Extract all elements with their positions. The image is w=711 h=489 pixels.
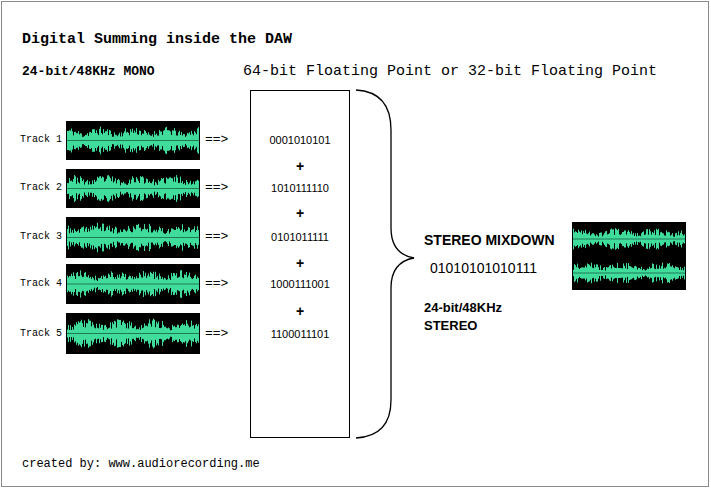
waveform-centerline (67, 140, 199, 141)
binary-value: 1000111001 (251, 278, 349, 291)
track-label: Track 5 (20, 328, 62, 340)
format-label: STEREO (424, 318, 477, 334)
arrow-text: ==> (205, 276, 228, 292)
plus-sign: + (251, 303, 349, 320)
waveform (68, 223, 199, 252)
format-label: 64-bit Floating Point or 32-bit Floating… (243, 63, 657, 81)
waveform-centerline (67, 333, 199, 334)
plus-sign: + (251, 158, 349, 175)
arrow-text: ==> (205, 180, 228, 196)
plus-sign: + (251, 205, 349, 222)
title: Digital Summing inside the DAW (22, 31, 292, 49)
waveform-box (66, 217, 200, 258)
waveform (68, 127, 199, 155)
waveform (574, 263, 685, 284)
waveform-centerline (67, 188, 199, 189)
waveform-box (66, 121, 200, 160)
value-column-box: 0001010101 +1010111110 +0101011111 +1000111… (250, 90, 350, 438)
binary-value: 1010111110 (251, 182, 349, 195)
waveform-centerline (573, 239, 685, 240)
waveform (68, 175, 199, 202)
track-label: Track 1 (20, 134, 62, 146)
arrow-text: ==> (205, 132, 228, 148)
curly-brace (356, 90, 414, 438)
waveform-centerline (67, 284, 199, 285)
mixdown-label: STEREO MIXDOWN (424, 232, 555, 249)
arrow-text: ==> (205, 326, 228, 342)
waveform-box (66, 264, 200, 304)
stereo-waveform-box (572, 222, 686, 290)
waveform (68, 270, 199, 298)
track-label: Track 2 (20, 182, 62, 194)
waveform-centerline (573, 273, 685, 274)
waveforms (66, 121, 686, 354)
waveform (574, 228, 685, 250)
binary-value: 0101011111 (251, 231, 349, 244)
credit-note: created by: www.audiorecording.me (22, 457, 260, 471)
waveform-box (66, 313, 200, 354)
arrow-text: ==> (205, 229, 228, 245)
binary-value: 0001010101 (251, 134, 349, 147)
binary-value: 1100011101 (251, 328, 349, 341)
waveform (68, 319, 199, 349)
format-label: 24-bit/48KHz MONO (22, 64, 155, 80)
waveform-box (66, 169, 200, 208)
waveform-centerline (67, 237, 199, 238)
track-label: Track 4 (20, 278, 62, 290)
plus-sign: + (251, 255, 349, 272)
format-label: 24-bit/48KHz (424, 300, 502, 316)
binary-value: 01010101010111 (430, 260, 537, 277)
track-label: Track 3 (20, 231, 62, 243)
